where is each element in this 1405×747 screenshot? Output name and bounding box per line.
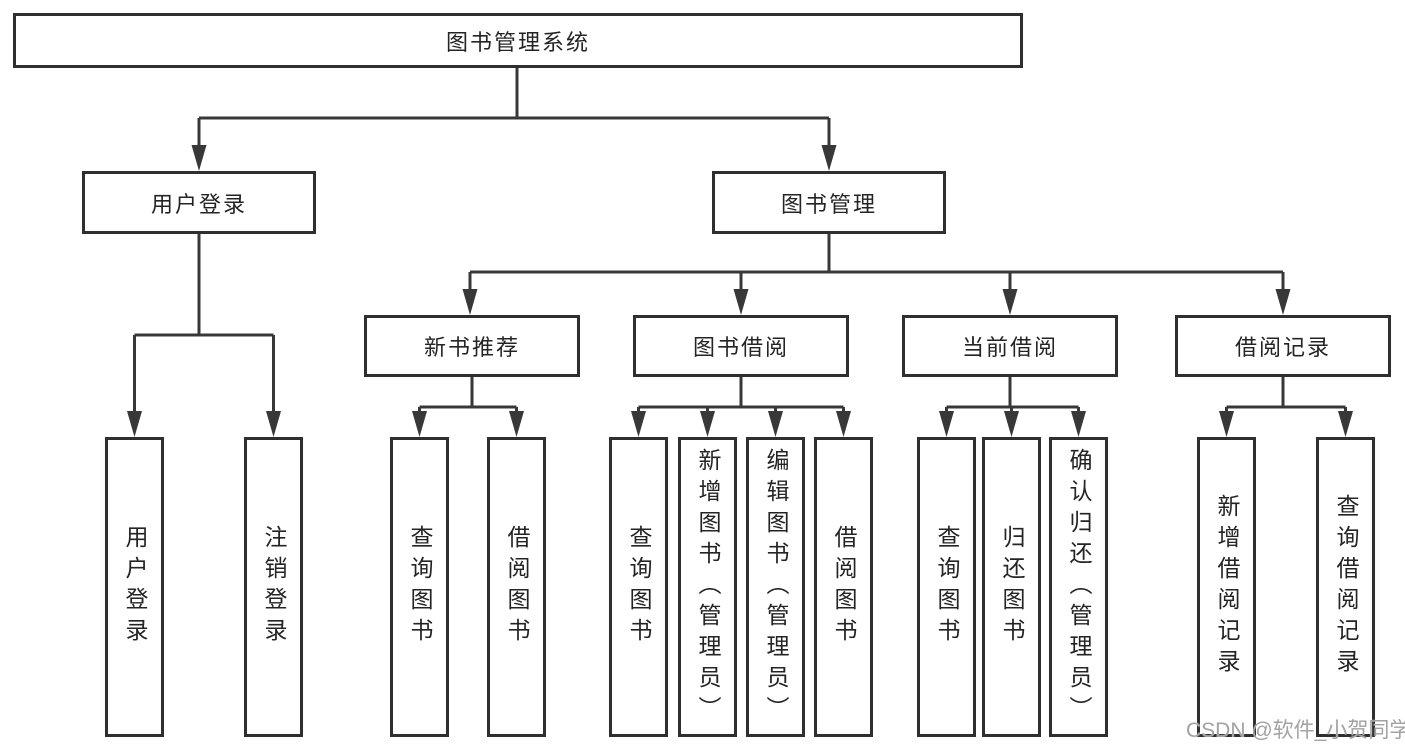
leaf-query-books-current: 查询图书 bbox=[917, 437, 976, 737]
node-book-management-label: 图书管理 bbox=[780, 191, 877, 217]
node-book-borrowing: 图书借阅 bbox=[633, 315, 849, 377]
leaf-borrow-books-borrowing: 借阅图书 bbox=[814, 437, 873, 737]
node-user-login: 用户登录 bbox=[82, 171, 316, 234]
leaf-edit-book-admin: 编辑图书（管理员） bbox=[746, 437, 805, 737]
leaf-borrow-books-recommend-label: 借阅图书 bbox=[504, 525, 530, 649]
node-borrow-records: 借阅记录 bbox=[1175, 315, 1391, 377]
node-book-management: 图书管理 bbox=[712, 171, 946, 234]
watermark: CSDN @软件_小贺同学 bbox=[1186, 719, 1405, 742]
node-book-borrowing-label: 图书借阅 bbox=[692, 335, 789, 360]
node-current-borrowing-label: 当前借阅 bbox=[961, 335, 1058, 360]
node-borrow-records-label: 借阅记录 bbox=[1234, 335, 1331, 360]
leaf-add-borrow-record-label: 新增借阅记录 bbox=[1214, 494, 1240, 680]
leaf-logout-label: 注销登录 bbox=[261, 525, 287, 649]
leaf-return-book: 归还图书 bbox=[982, 437, 1041, 737]
leaf-return-book-label: 归还图书 bbox=[999, 525, 1025, 649]
leaf-query-books-current-label: 查询图书 bbox=[934, 525, 960, 649]
leaf-confirm-return-admin: 确认归还（管理员） bbox=[1049, 437, 1108, 737]
leaf-query-borrow-record-label: 查询借阅记录 bbox=[1333, 494, 1359, 680]
node-library-system-label: 图书管理系统 bbox=[445, 29, 590, 55]
leaf-borrow-books-recommend: 借阅图书 bbox=[487, 437, 546, 737]
leaf-add-book-admin-label: 新增图书（管理员） bbox=[695, 447, 721, 727]
leaf-query-books-recommend-label: 查询图书 bbox=[407, 525, 433, 649]
node-user-login-label: 用户登录 bbox=[150, 191, 247, 217]
leaf-query-books-borrowing: 查询图书 bbox=[609, 437, 668, 737]
leaf-query-books-recommend: 查询图书 bbox=[390, 437, 449, 737]
leaf-query-books-borrowing-label: 查询图书 bbox=[626, 525, 652, 649]
node-current-borrowing: 当前借阅 bbox=[902, 315, 1118, 377]
node-new-book-recommend: 新书推荐 bbox=[364, 315, 580, 377]
leaf-query-borrow-record: 查询借阅记录 bbox=[1316, 437, 1375, 737]
leaf-add-book-admin: 新增图书（管理员） bbox=[678, 437, 737, 737]
leaf-edit-book-admin-label: 编辑图书（管理员） bbox=[763, 447, 789, 727]
leaf-logout: 注销登录 bbox=[244, 437, 303, 737]
leaf-user-login-label: 用户登录 bbox=[122, 525, 148, 649]
leaf-confirm-return-admin-label: 确认归还（管理员） bbox=[1066, 447, 1092, 727]
leaf-user-login: 用户登录 bbox=[105, 437, 164, 737]
leaf-add-borrow-record: 新增借阅记录 bbox=[1197, 437, 1256, 737]
node-library-system: 图书管理系统 bbox=[13, 13, 1023, 68]
leaf-borrow-books-borrowing-label: 借阅图书 bbox=[831, 525, 857, 649]
node-new-book-recommend-label: 新书推荐 bbox=[423, 335, 520, 360]
